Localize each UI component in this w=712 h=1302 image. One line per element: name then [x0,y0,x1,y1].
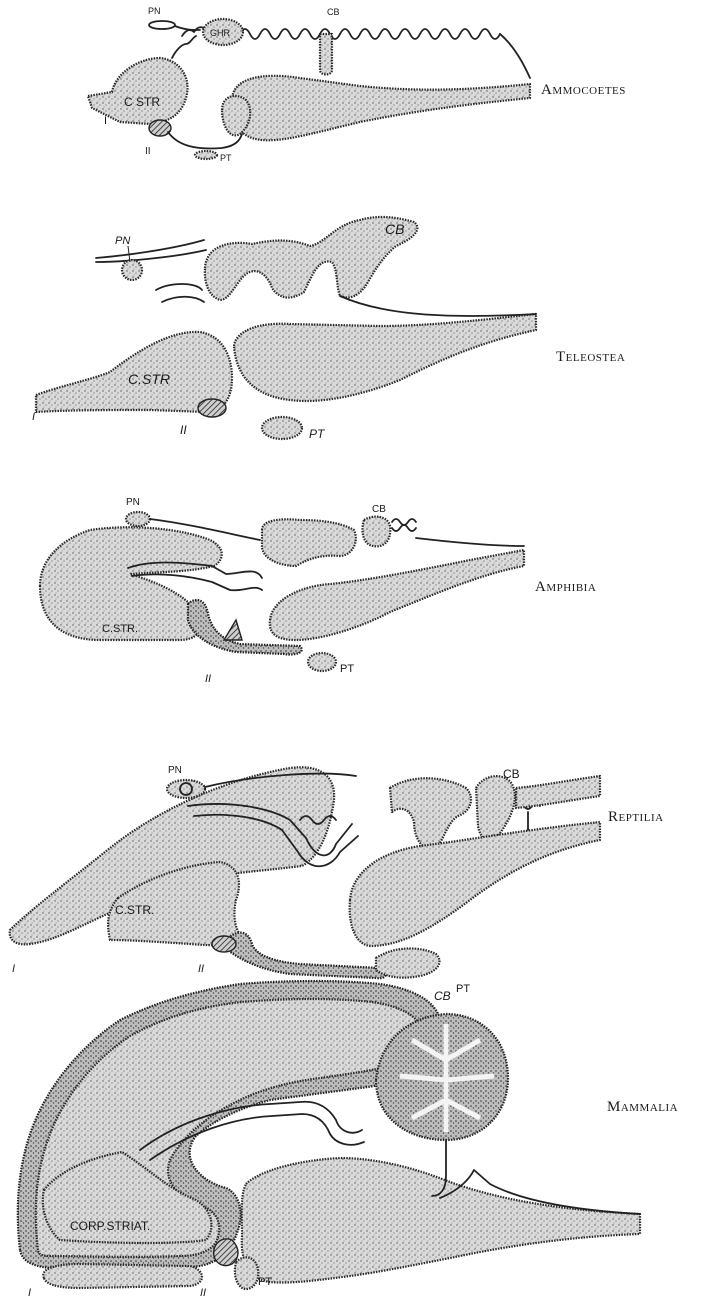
label-cstr: CORP.STRIAT. [70,1219,150,1233]
label-one: I [12,963,15,975]
brain-section [40,512,524,671]
label-two: II [200,1287,206,1299]
label-pn: PN [126,497,140,508]
label-one: I [104,115,107,127]
label-two: II [205,673,211,685]
class-label: Ammocoetes [541,82,626,98]
label-cstr: C.STR [128,371,170,387]
label-pt: PT [258,1276,272,1288]
label-two: II [145,146,151,157]
label-ghr: GHR [210,28,231,38]
label-two: II [198,963,204,975]
label-one: I [28,1287,31,1299]
panel-amphibia: PN CB C.STR. II PT Amphibia [40,497,596,685]
label-cb: CB [503,767,520,781]
panel-mammalia: CB CORP.STRIAT. I II PT Mammalia [18,981,678,1299]
brain-section [36,217,536,439]
label-pn: PN [115,235,130,247]
label-two: II [180,423,187,437]
label-pt: PT [220,153,232,163]
label-pt: PT [309,427,326,441]
class-label: Reptilia [608,809,664,825]
label-pt: PT [340,663,354,675]
brain-section [10,767,600,978]
class-label: Amphibia [535,579,596,595]
label-cb: CB [385,221,404,237]
label-cb: CB [372,504,386,515]
label-cstr: C.STR. [115,903,154,917]
label-cstr: C.STR. [102,623,138,635]
label-cb: CB [434,989,451,1003]
class-label: Teleostea [556,349,625,365]
panel-reptilia: PN CB C.STR. I II PT Reptilia [10,765,664,995]
brain-section [18,981,640,1289]
label-cstr: C STR [124,95,160,109]
panel-teleostea: PN CB C.STR I II PT Teleostea [32,217,625,441]
label-pn: PN [168,765,182,776]
label-one: I [32,411,35,423]
brain-section [88,19,530,159]
label-pn: PN [148,6,161,16]
class-label: Mammalia [607,1099,678,1115]
label-cb: CB [327,7,340,17]
panel-ammocoetes: PN GHR CB C STR I II PT Ammocoetes [88,6,626,163]
label-pt: PT [456,983,470,995]
